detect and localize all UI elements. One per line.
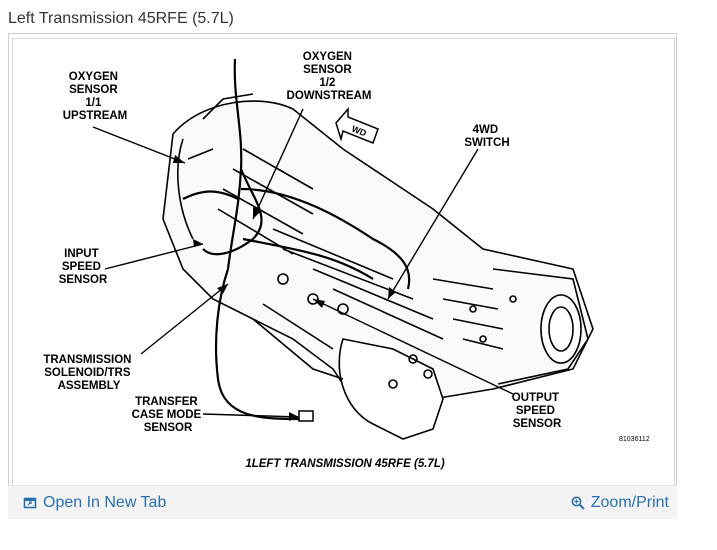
figure-code: 81036112 bbox=[619, 436, 650, 443]
transmission-diagram[interactable]: WD OXYGE bbox=[12, 38, 675, 516]
open-in-new-tab-label: Open In New Tab bbox=[43, 494, 167, 511]
label-4wd-switch: 4WD SWITCH bbox=[464, 124, 509, 149]
label-oxygen-sensor-upstream: OXYGEN SENSOR 1/1 UPSTREAM bbox=[63, 71, 128, 122]
transmission-illustration bbox=[162, 93, 594, 440]
leader-arrowheads bbox=[173, 155, 396, 421]
forward-arrow-icon: WD bbox=[335, 106, 379, 144]
label-oxygen-sensor-downstream: OXYGEN SENSOR 1/2 DOWNSTREAM bbox=[287, 51, 372, 102]
label-input-speed-sensor: INPUT SPEED SENSOR bbox=[59, 248, 108, 286]
diagram-drawing: WD OXYGE bbox=[43, 51, 650, 470]
open-in-new-tab-link[interactable]: Open In New Tab bbox=[23, 494, 166, 512]
diagram-frame: WD OXYGE bbox=[8, 33, 677, 519]
leader-lines bbox=[92, 108, 514, 418]
connector-shape bbox=[298, 410, 314, 422]
action-bar: Open In New Tab Zoom/Print bbox=[8, 485, 677, 519]
label-transmission-solenoid: TRANSMISSION SOLENOID/TRS ASSEMBLY bbox=[43, 354, 134, 392]
label-transfer-case-mode-sensor: TRANSFER CASE MODE SENSOR bbox=[132, 396, 205, 434]
zoom-print-label: Zoom/Print bbox=[590, 494, 669, 511]
external-window-icon bbox=[23, 497, 37, 509]
figure-caption: 1LEFT TRANSMISSION 45RFE (5.7L) bbox=[245, 458, 445, 470]
magnifier-plus-icon bbox=[571, 496, 585, 510]
label-output-speed-sensor: OUTPUT SPEED SENSOR bbox=[512, 392, 562, 430]
zoom-print-link[interactable]: Zoom/Print bbox=[571, 494, 669, 512]
page-title: Left Transmission 45RFE (5.7L) bbox=[8, 10, 234, 27]
